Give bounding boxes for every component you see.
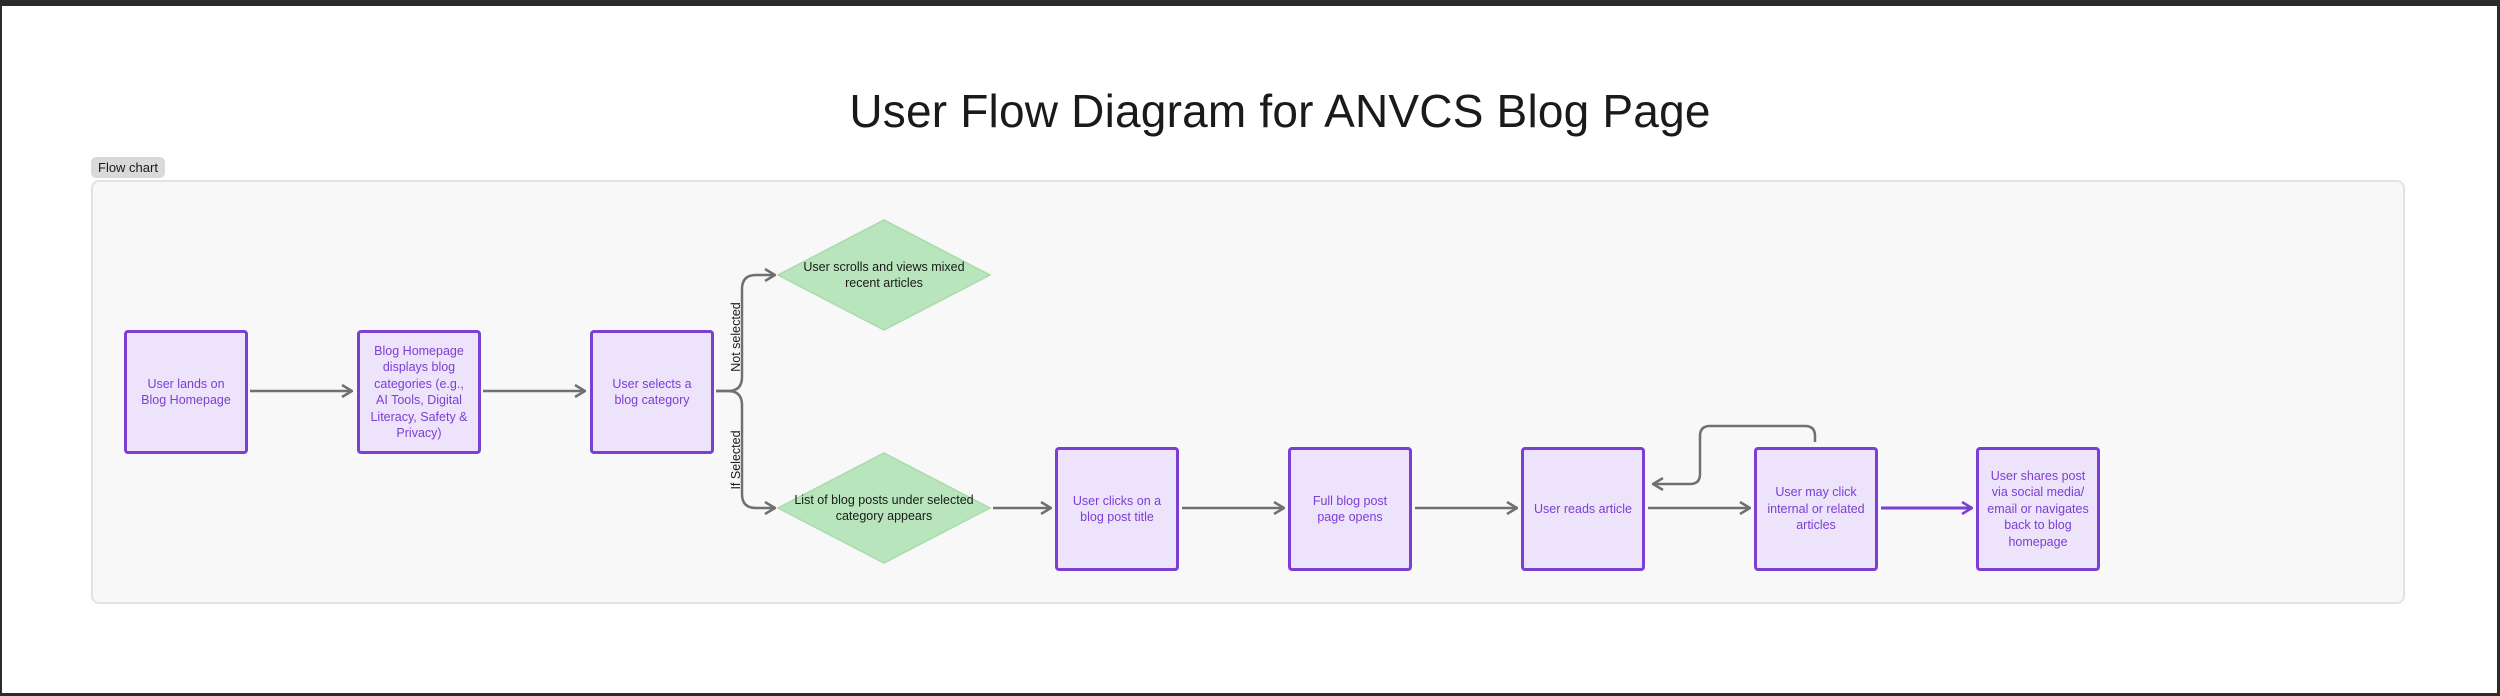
edge-label-not-selected: Not selected (729, 302, 743, 372)
node-blog-homepage[interactable]: Blog Homepage displays blog categories (… (357, 330, 481, 454)
window-frame-left (0, 0, 2, 696)
window-frame-right (2497, 0, 2500, 696)
decision-scroll-recent: User scrolls and views mixed recent arti… (803, 259, 965, 291)
node-user-lands[interactable]: User lands on Blog Homepage (124, 330, 248, 454)
node-reads-article[interactable]: User reads article (1521, 447, 1645, 571)
decision-shape-list-posts[interactable] (776, 452, 992, 564)
section-label[interactable]: Flow chart (91, 157, 165, 178)
window-top-bar (0, 0, 2500, 6)
node-click-related[interactable]: User may click internal or related artic… (1754, 447, 1878, 571)
window-frame-bottom (0, 693, 2500, 696)
node-share-post[interactable]: User shares post via social media/ email… (1976, 447, 2100, 571)
node-click-title[interactable]: User clicks on a blog post title (1055, 447, 1179, 571)
edge-label-if-selected: If Selected (729, 430, 743, 490)
node-select-category[interactable]: User selects a blog category (590, 330, 714, 454)
decision-list-posts: List of blog posts under selected catego… (794, 492, 974, 524)
node-post-opens[interactable]: Full blog post page opens (1288, 447, 1412, 571)
diagram-title: User Flow Diagram for ANVCS Blog Page (849, 85, 1711, 137)
edge-links-loop-back (1653, 424, 1817, 484)
decision-shape-scroll-recent[interactable] (776, 219, 992, 331)
edge-if-selected (716, 389, 775, 508)
edge-not-selected (716, 275, 775, 393)
